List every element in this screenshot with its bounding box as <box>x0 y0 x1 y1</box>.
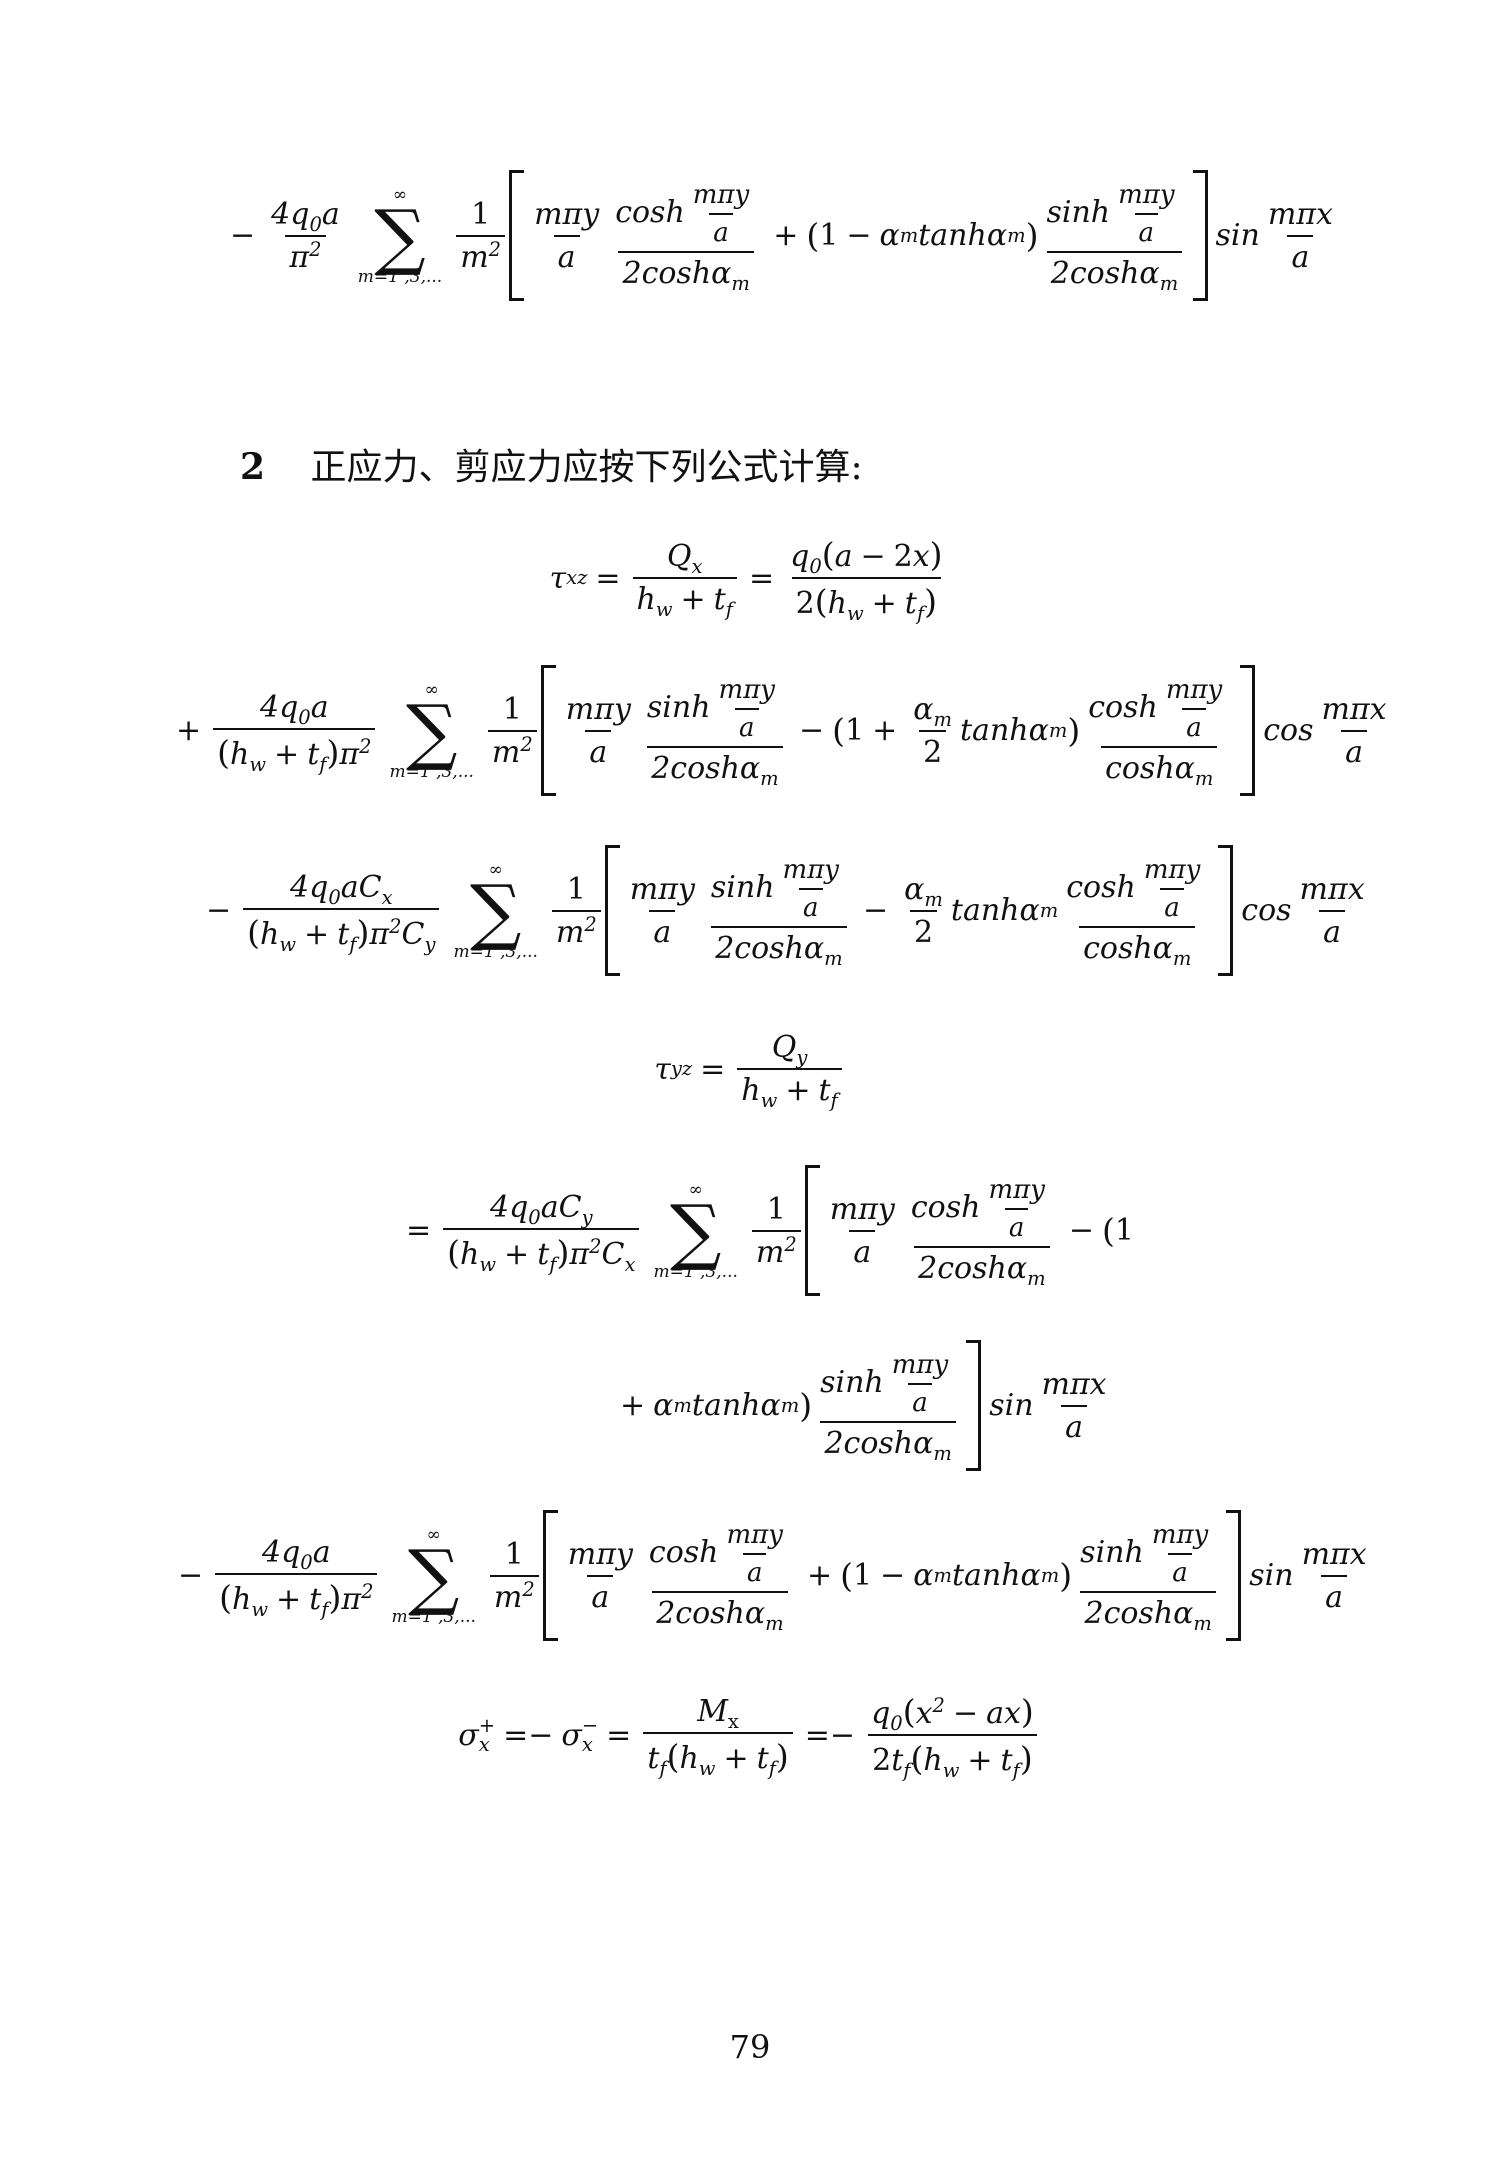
page-number: 79 <box>729 2028 771 2066</box>
section-heading: 2 正应力、剪应力应按下列公式计算: <box>240 438 863 490</box>
section-number: 2 <box>240 446 266 488</box>
section-title: 正应力、剪应力应按下列公式计算: <box>310 447 863 488</box>
